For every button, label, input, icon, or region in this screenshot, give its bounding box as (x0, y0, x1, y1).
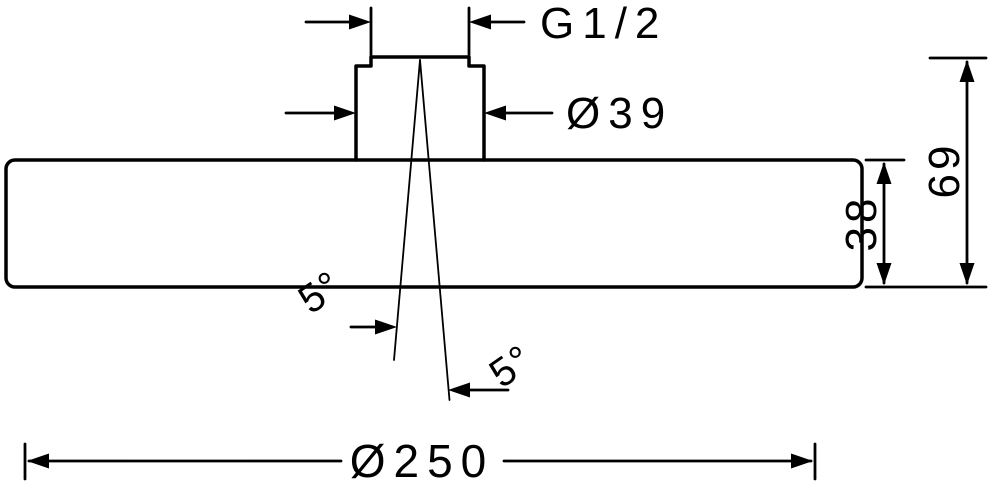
arrowhead-right (349, 14, 371, 30)
overall-diameter-label: Ø250 (350, 435, 495, 487)
dimension-thread: G1/2 (304, 0, 667, 57)
arrowhead-down (876, 263, 892, 285)
arrowhead-down (959, 263, 975, 285)
dimension-overall-height: 69 (920, 56, 988, 285)
body-height-label: 38 (837, 195, 886, 252)
spray-angle-lines (393, 59, 451, 401)
dimension-overall-diameter: Ø250 (23, 435, 817, 487)
arrowhead-right (334, 105, 356, 121)
arrowhead-right (375, 319, 397, 335)
dimension-spray-angle-right: 5° (448, 336, 542, 398)
arrowhead-left (27, 453, 49, 469)
dimension-neck-diameter: Ø39 (284, 89, 673, 138)
spray-angle-right-label: 5° (482, 336, 542, 396)
connector-neck-outline (354, 55, 486, 162)
arrowhead-up (959, 60, 975, 82)
arrowhead-left (484, 105, 506, 121)
overall-height-label: 69 (920, 142, 969, 199)
arrowhead-left (448, 382, 470, 398)
arrowhead-up (876, 162, 892, 184)
shower-body (4, 55, 864, 289)
thread-label: G1/2 (540, 0, 667, 48)
dimension-body-height: 38 (837, 158, 988, 289)
arrowhead-left (469, 14, 491, 30)
arrowhead-right (791, 453, 813, 469)
neck-diameter-label: Ø39 (566, 89, 673, 138)
spray-line-right (419, 59, 451, 401)
spray-line-left (393, 59, 421, 361)
